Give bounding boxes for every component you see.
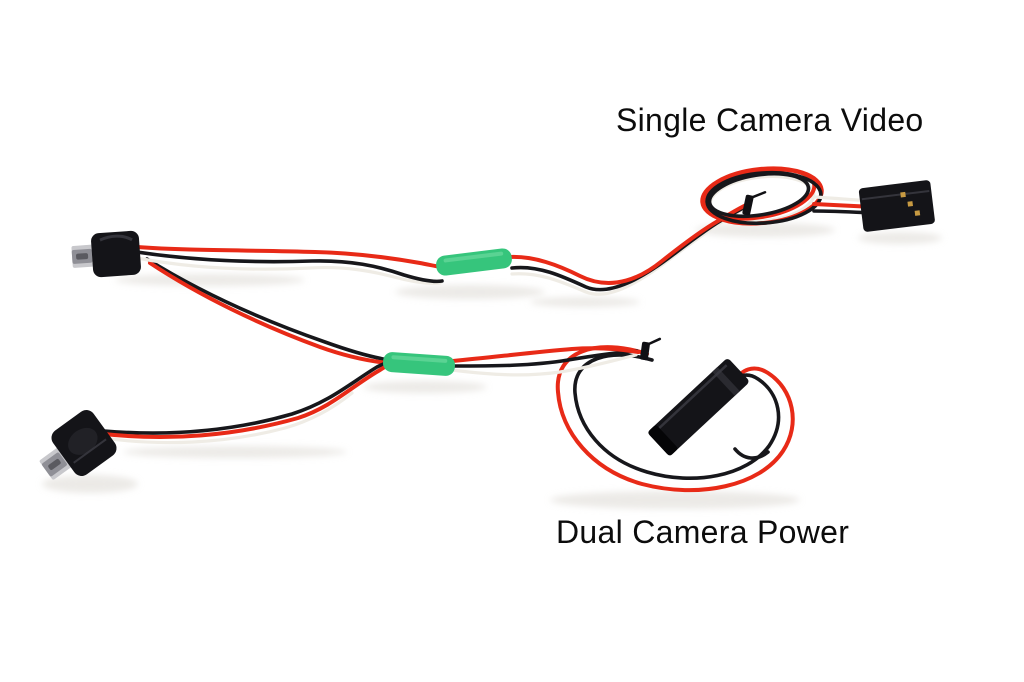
gold-pin — [914, 210, 921, 216]
zip-tie-top — [742, 191, 767, 216]
wire-black-branch — [145, 257, 391, 362]
wire-black — [135, 250, 444, 284]
heat-shrink-tube-top — [436, 248, 512, 276]
servo-video-connector — [858, 180, 935, 232]
dual-camera-power-cable — [102, 257, 795, 493]
wire-black — [102, 359, 394, 435]
gold-pin — [900, 191, 906, 198]
wire-red-branch — [148, 261, 390, 365]
mini-usb-connector-top — [71, 230, 141, 278]
shadow — [42, 475, 138, 493]
inline-power-connector — [648, 359, 749, 456]
shadow — [363, 381, 487, 393]
heat-shrink-tube-bottom — [382, 352, 456, 376]
shadow — [115, 274, 305, 286]
mini-usb-connector-bottom — [39, 410, 117, 480]
shadow — [858, 232, 942, 244]
gold-pin — [907, 201, 914, 207]
wire-white — [135, 256, 442, 285]
wire-black-loop — [573, 353, 781, 480]
photo-shadows — [42, 223, 942, 509]
wire-red — [451, 346, 640, 363]
zip-tie-bottom — [640, 337, 662, 361]
label-single-camera-video: Single Camera Video — [616, 102, 924, 138]
shadow — [695, 223, 835, 237]
single-camera-video-cable — [135, 166, 935, 296]
wire-black-tail — [733, 447, 770, 460]
wire-black — [450, 349, 639, 368]
shadow — [530, 297, 640, 307]
wire-red — [135, 245, 442, 269]
label-dual-camera-power: Dual Camera Power — [556, 514, 850, 550]
wire-white — [450, 353, 638, 377]
shadow — [123, 446, 347, 458]
shadow — [550, 491, 800, 509]
shadow — [395, 285, 545, 299]
wire-coil — [700, 166, 824, 226]
wire-white — [102, 391, 354, 445]
